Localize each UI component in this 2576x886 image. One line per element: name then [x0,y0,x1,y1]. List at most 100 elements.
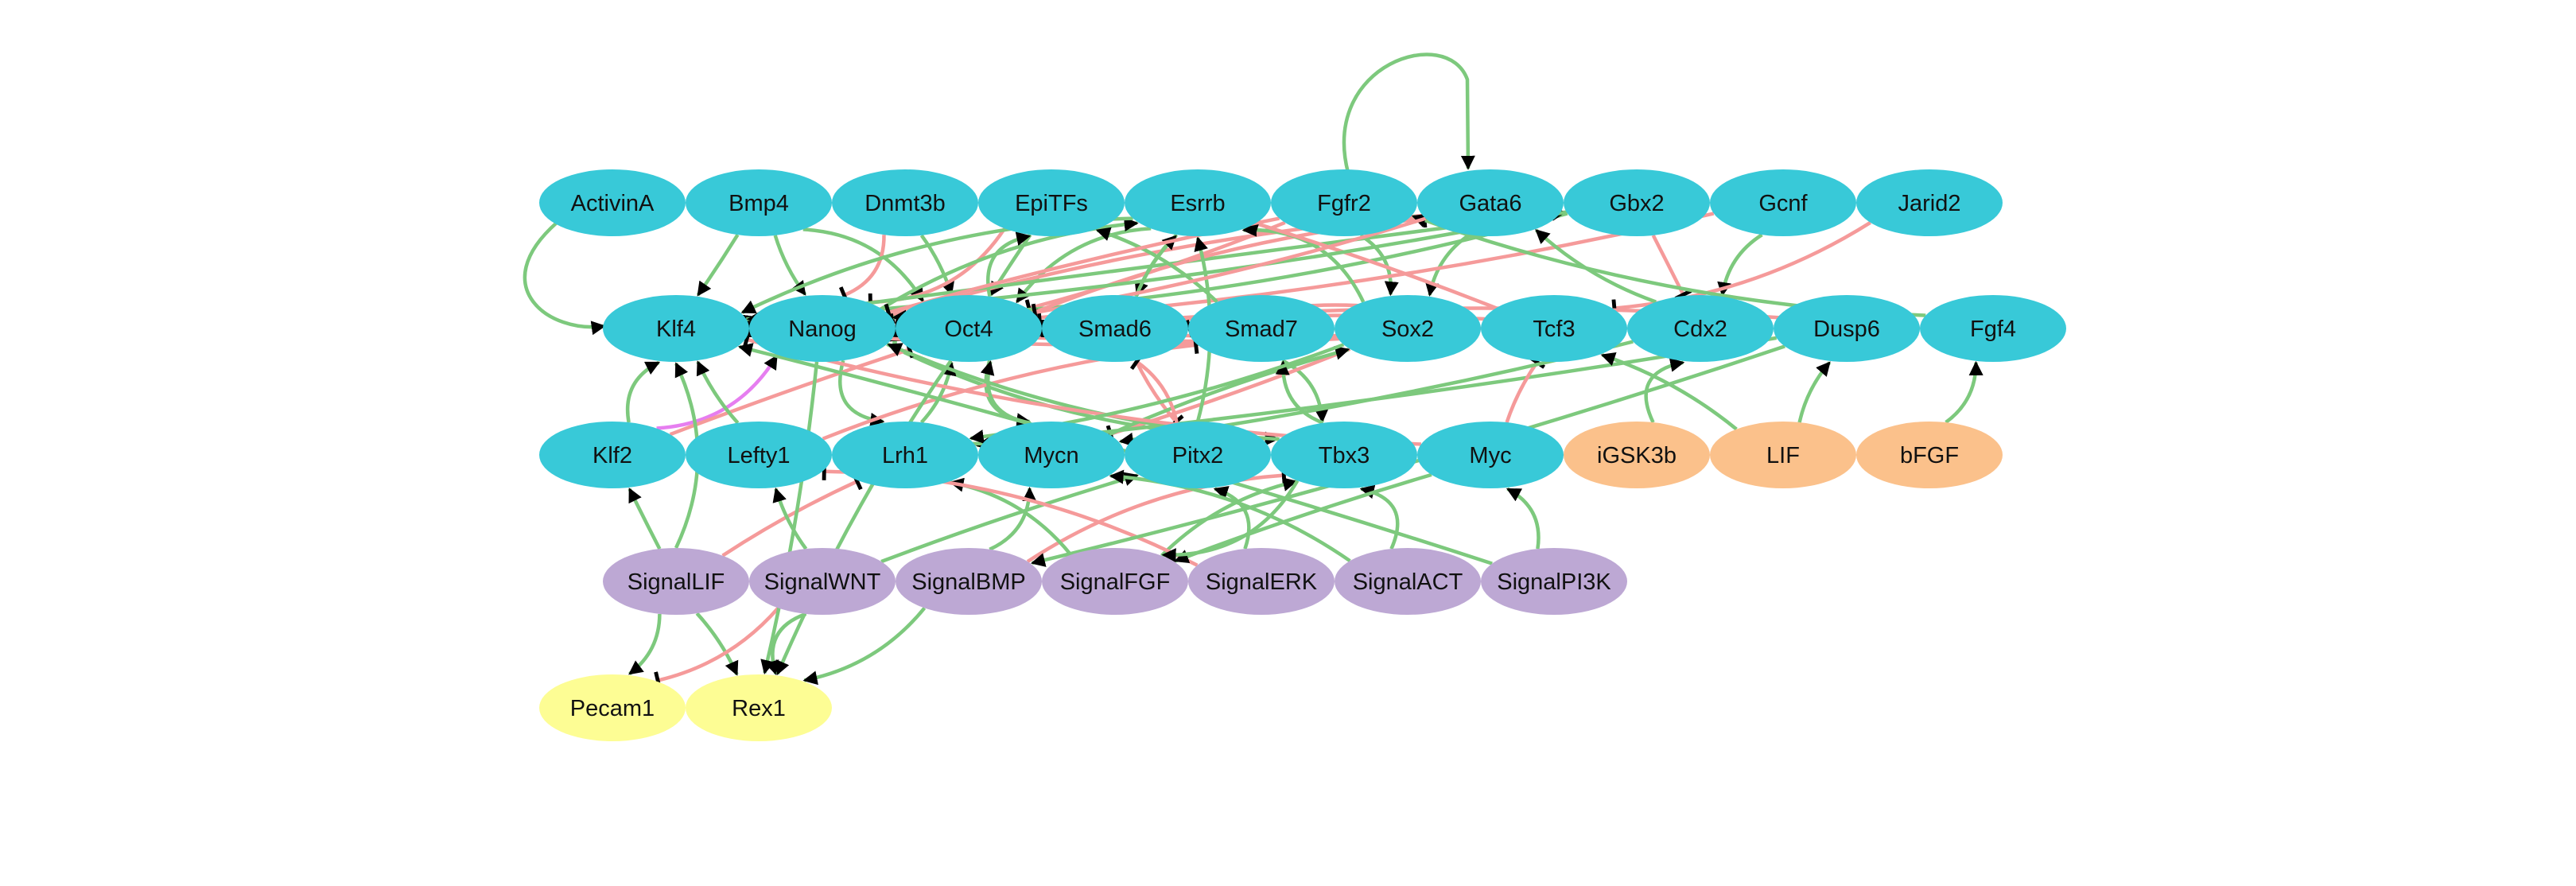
inhibition-edge-64 [721,472,863,558]
node-signalwnt: SignalWNT [749,548,896,615]
node-label-signalact: SignalACT [1353,569,1463,595]
node-label-fgfr2: Fgfr2 [1317,191,1371,216]
node-bfgf: bFGF [1856,422,2003,488]
node-label-tcf3: Tcf3 [1533,317,1575,342]
node-sox2: Sox2 [1335,295,1481,362]
activation-edge-70 [989,487,1037,551]
node-smad6: Smad6 [1042,295,1188,362]
node-shape-esrrb [1125,169,1271,236]
node-rex1: Rex1 [686,674,832,741]
node-label-nanog: Nanog [788,317,856,342]
node-label-oct4: Oct4 [944,317,993,342]
node-dnmt3b: Dnmt3b [832,169,978,236]
node-label-signalwnt: SignalWNT [764,569,881,595]
node-tbx3: Tbx3 [1271,422,1417,488]
node-signalfgf: SignalFGF [1042,548,1188,615]
node-label-igsk3b: iGSK3b [1597,443,1677,468]
node-activina: ActivinA [539,169,686,236]
node-shape-gbx2 [1564,169,1710,236]
inhibition-edge-36 [1252,215,1498,310]
node-shape-lif [1710,422,1856,488]
node-shape-signalpi3k [1481,548,1627,615]
inhibition-edge-34 [1105,347,1351,443]
node-label-lrh1: Lrh1 [882,443,928,468]
node-signalbmp: SignalBMP [896,548,1042,615]
activation-edge-76 [1359,484,1400,550]
node-label-gata6: Gata6 [1459,191,1522,216]
node-label-jarid2: Jarid2 [1898,191,1961,216]
node-shape-mycn [978,422,1125,488]
node-label-epitfs: EpiTFs [1015,191,1088,216]
node-shape-fgfr2 [1271,169,1417,236]
node-fgfr2: Fgfr2 [1271,169,1417,236]
node-label-signalpi3k: SignalPI3K [1497,569,1611,595]
node-shape-lrh1 [832,422,978,488]
node-label-smad6: Smad6 [1078,317,1152,342]
activation-edge-62 [695,612,739,676]
activation-edge-1 [773,235,807,296]
node-label-gbx2: Gbx2 [1609,191,1664,216]
node-shape-jarid2 [1856,169,2003,236]
node-shape-gata6 [1417,169,1564,236]
node-label-myc: Myc [1469,443,1511,468]
node-lif: LIF [1710,422,1856,488]
activation-edge-72 [1160,477,1298,558]
activation-edge-0 [696,234,740,297]
node-mycn: Mycn [978,422,1125,488]
node-shape-smad7 [1188,295,1335,362]
activation-edge-73 [949,477,1073,556]
activation-edge-94 [980,360,1032,426]
node-shape-oct4 [896,295,1042,362]
activation-edge-40 [1534,228,1657,304]
node-shape-igsk3b [1564,422,1710,488]
inhibition-edge-51 [1129,353,1179,424]
node-label-signalfgf: SignalFGF [1060,569,1171,595]
node-shape-lefty1 [686,422,832,488]
node-shape-tcf3 [1481,295,1627,362]
activation-edge-30 [1095,227,1218,304]
node-shape-cdx2 [1627,295,1774,362]
activation-edge-66 [880,472,1139,564]
node-label-dnmt3b: Dnmt3b [864,191,946,216]
node-label-pitx2: Pitx2 [1172,443,1223,468]
node-shape-rex1 [686,674,832,741]
node-shape-bmp4 [686,169,832,236]
activation-edge-93 [696,360,740,425]
node-label-esrrb: Esrrb [1170,191,1225,216]
node-shape-activina [539,169,686,236]
node-shape-dusp6 [1774,295,1920,362]
node-lefty1: Lefty1 [686,422,832,488]
node-shape-klf4 [603,295,749,362]
activation-edge-63 [627,488,662,550]
activation-edge-33 [1241,222,1366,303]
node-pecam1: Pecam1 [539,674,686,741]
activation-edge-69 [802,607,927,686]
node-shape-signalact [1335,548,1481,615]
activation-edge-activina-klf4-arc [523,221,606,336]
node-label-signalerk: SignalERK [1206,569,1318,595]
node-tcf3: Tcf3 [1481,295,1627,362]
activation-edge-fgfr2-gata6-arc [1342,52,1475,173]
node-signallif: SignalLIF [603,548,749,615]
node-label-klf2: Klf2 [593,443,632,468]
activation-edge-61 [628,613,662,676]
node-gcnf: Gcnf [1710,169,1856,236]
node-lrh1: Lrh1 [832,422,978,488]
node-label-gcnf: Gcnf [1758,191,1808,216]
node-shape-tbx3 [1271,422,1417,488]
node-shape-signalbmp [896,548,1042,615]
node-label-tbx3: Tbx3 [1319,443,1370,468]
inhibition-edge-46 [669,340,915,437]
inhibition-edge-54 [1505,356,1546,423]
activation-edge-78 [1506,487,1541,550]
node-label-pecam1: Pecam1 [570,696,655,721]
node-klf2: Klf2 [539,422,686,488]
node-pitx2: Pitx2 [1125,422,1271,488]
inhibition-edge-3 [838,235,886,305]
inhibition-edge-17 [1611,220,1871,317]
node-label-dusp6: Dusp6 [1813,317,1880,342]
node-shape-epitfs [978,169,1125,236]
node-shape-fgf4 [1920,295,2066,362]
activation-edge-4 [919,234,955,297]
